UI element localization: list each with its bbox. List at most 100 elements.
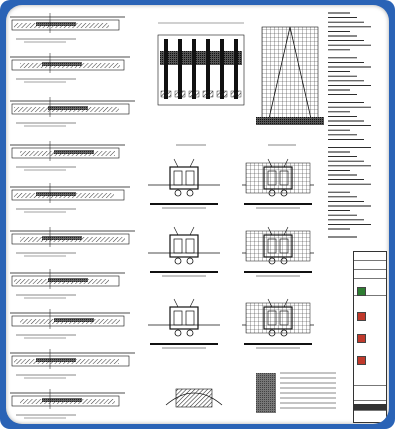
pier-column: [192, 39, 196, 99]
section-cell: [173, 238, 183, 254]
section-leader: [189, 226, 195, 236]
deck-band: [160, 51, 242, 65]
section-leader: [173, 298, 179, 308]
section-pipe: [174, 329, 182, 337]
profile-pavement: [54, 318, 94, 322]
profile-pavement: [42, 398, 82, 402]
pier-column: [178, 39, 182, 99]
profile-pavement: [48, 106, 88, 110]
section-cell: [185, 310, 195, 326]
profile-frame: [11, 59, 125, 71]
profile-frame: [11, 233, 130, 245]
plan-grid: [261, 26, 319, 124]
green-logo-icon: [357, 287, 366, 296]
section-structure: [263, 234, 293, 258]
drawing-canvas: [10, 12, 371, 419]
section-pipe: [280, 257, 288, 265]
section-pipe: [280, 189, 288, 197]
elevation-frame: [157, 34, 245, 106]
section-leader: [283, 226, 289, 236]
section-pipe: [186, 257, 194, 265]
plan-skew-line: [267, 26, 291, 124]
title-block-row: [354, 377, 386, 386]
profile-pavement: [36, 22, 76, 26]
title-block-row: [354, 252, 386, 261]
profile-pavement: [36, 192, 76, 196]
pier-column: [164, 39, 168, 99]
detail-small: [175, 388, 213, 408]
section-fill: [245, 230, 311, 262]
pier-footing: [188, 90, 200, 98]
section-pipe: [280, 329, 288, 337]
red-logo-icon: [357, 312, 366, 321]
detail-column: [256, 373, 276, 413]
section-leader: [283, 298, 289, 308]
section-structure: [263, 166, 293, 190]
section-pipe: [186, 189, 194, 197]
cross-section-details: [148, 144, 336, 413]
section-cell: [185, 238, 195, 254]
profile-frame: [11, 147, 120, 159]
profile-frame: [11, 275, 120, 287]
section-fill: [245, 302, 311, 334]
sheet-number-bar: [354, 404, 386, 411]
plan-base: [256, 117, 324, 125]
section-leader: [173, 158, 179, 168]
section-cell: [267, 170, 277, 186]
section-cell: [267, 310, 277, 326]
section-caption-bar: [244, 203, 312, 205]
pier-footing: [202, 90, 214, 98]
profile-frame: [11, 19, 120, 31]
section-leader: [189, 158, 195, 168]
section-cell: [267, 238, 277, 254]
section-structure: [169, 166, 199, 190]
pier-column: [220, 39, 224, 99]
pier-footing: [230, 90, 242, 98]
pier-column: [206, 39, 210, 99]
title-block-row: [354, 392, 386, 401]
red-stamp-icon: [357, 356, 366, 365]
section-leader: [283, 158, 289, 168]
profile-pavement: [54, 150, 94, 154]
section-caption-bar: [244, 343, 312, 345]
section-pipe: [268, 257, 276, 265]
title-block-row: [354, 270, 386, 279]
red-seal-icon: [357, 334, 366, 343]
section-caption-bar: [150, 271, 218, 273]
section-structure: [169, 306, 199, 330]
profile-pavement: [36, 358, 76, 362]
profile-pavement: [42, 62, 82, 66]
section-cell: [279, 238, 289, 254]
section-leader: [267, 226, 273, 236]
section-fill: [245, 162, 311, 194]
section-pipe: [186, 329, 194, 337]
section-cell: [279, 310, 289, 326]
profile-frame: [11, 103, 130, 115]
title-block-row: [354, 261, 386, 270]
section-pipe: [174, 257, 182, 265]
section-cell: [173, 310, 183, 326]
section-pipe: [174, 189, 182, 197]
section-caption-bar: [150, 203, 218, 205]
profile-pavement: [48, 278, 88, 282]
title-block: [353, 251, 387, 423]
section-structure: [263, 306, 293, 330]
section-caption-bar: [244, 271, 312, 273]
section-pipe: [268, 189, 276, 197]
section-leader: [267, 298, 273, 308]
section-structure: [169, 234, 199, 258]
section-cell: [185, 170, 195, 186]
profile-pavement: [42, 236, 82, 240]
profile-frame: [11, 315, 125, 327]
plan-skew-line: [289, 26, 313, 124]
road-profile-column: [10, 13, 135, 419]
section-cell: [173, 170, 183, 186]
profile-frame: [11, 355, 130, 367]
pier-footing: [160, 90, 172, 98]
pier-footing: [174, 90, 186, 98]
drawing-sheet: [6, 5, 389, 424]
detail-arch: [165, 392, 223, 406]
section-leader: [189, 298, 195, 308]
section-pipe: [268, 329, 276, 337]
